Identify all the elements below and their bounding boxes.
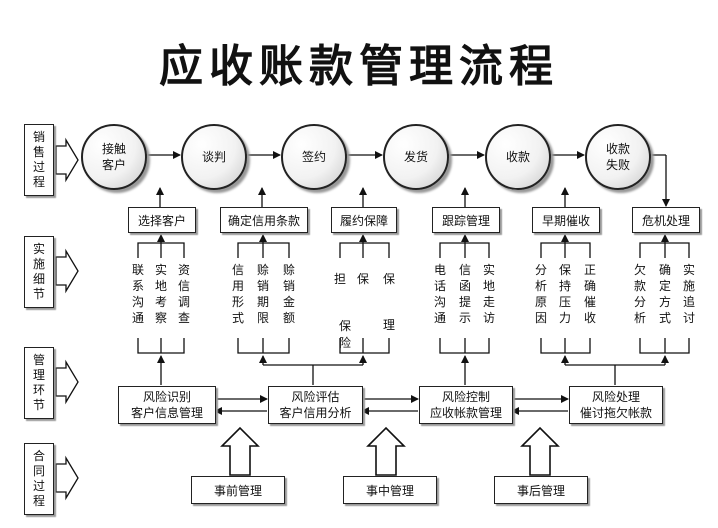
stage-contact-customer: 接触 客户 xyxy=(81,124,147,190)
stage-collection-failure: 收款 失败 xyxy=(585,124,651,190)
stage-label-line1: 谈判 xyxy=(201,150,226,164)
row-label-text: 管理环节 xyxy=(33,353,46,412)
detail-credit-check: 资信调查 xyxy=(176,262,192,334)
contract-mid-management: 事中管理 xyxy=(343,476,437,504)
detail-phone: 电话沟通 xyxy=(432,262,448,334)
detail-text: 赊销期限 xyxy=(257,263,270,325)
detail-text: 联系沟通 xyxy=(132,263,145,325)
detail-text: 欠款分析 xyxy=(634,263,647,325)
stage-label-line1: 接触 xyxy=(101,142,126,156)
detail-text: 电话沟通 xyxy=(434,263,447,325)
detail-text: 信函提示 xyxy=(459,263,472,325)
stage-signing: 签约 xyxy=(281,124,347,190)
mgmt-line2: 催讨拖欠帐款 xyxy=(579,406,652,420)
mid-arrow xyxy=(366,426,406,476)
detail-insurance: 保险 xyxy=(338,319,365,350)
mgmt-line1: 风险控制 xyxy=(441,390,490,404)
detail-proper-collection: 正确催收 xyxy=(582,262,598,334)
action-early-collection: 早期催收 xyxy=(532,207,600,233)
post-arrow xyxy=(520,426,560,476)
detail-text: 正确催收 xyxy=(584,263,597,325)
action-performance-guarantee: 履约保障 xyxy=(331,207,397,233)
mgmt-risk-handling: 风险处理 催讨拖欠帐款 xyxy=(569,386,663,424)
detail-pursue: 实施追讨 xyxy=(681,262,697,334)
mgmt-risk-control: 风险控制 应收帐款管理 xyxy=(419,386,513,424)
row-label-sales: 销售过程 xyxy=(24,124,54,196)
stage-label-line1: 收款 xyxy=(505,150,530,164)
detail-text: 保持压力 xyxy=(559,263,572,325)
stage-collection: 收款 xyxy=(485,124,551,190)
mgmt-line2: 应收帐款管理 xyxy=(429,406,502,420)
stage-negotiation: 谈判 xyxy=(181,124,247,190)
detail-analyze-cause: 分析原因 xyxy=(533,262,549,334)
contract-post-management: 事后管理 xyxy=(494,476,588,504)
detail-text: 信用形式 xyxy=(232,263,245,325)
mgmt-line1: 风险评估 xyxy=(291,390,340,404)
sales-row-arrow xyxy=(55,137,79,183)
detail-debt-analysis: 欠款分析 xyxy=(632,262,648,334)
mgmt-risk-identification: 风险识别 客户信息管理 xyxy=(118,386,216,424)
detail-insurance-end: 理 xyxy=(382,318,395,332)
stage-label-line1: 发货 xyxy=(403,150,428,164)
detail-determine-method: 确定方式 xyxy=(657,262,673,334)
mgmt-line2: 客户信用分析 xyxy=(279,406,352,420)
detail-credit-period: 赊销期限 xyxy=(255,262,271,334)
contract-row-arrow xyxy=(55,455,79,501)
stage-label-line1: 收款 xyxy=(605,142,630,156)
pre-arrow xyxy=(220,426,260,476)
detail-text: 分析原因 xyxy=(535,263,548,325)
mgmt-line2: 客户信息管理 xyxy=(130,406,203,420)
detail-guarantee-a: 担 xyxy=(333,272,346,286)
page-title: 应收账款管理流程 xyxy=(159,41,559,92)
stage-label-line2: 客户 xyxy=(101,158,126,172)
detail-text: 实地走访 xyxy=(483,263,496,325)
detail-keep-pressure: 保持压力 xyxy=(557,262,573,334)
detail-letter: 信函提示 xyxy=(457,262,473,334)
row-label-text: 销售过程 xyxy=(33,130,46,189)
stage-label-line1: 签约 xyxy=(301,150,326,164)
action-select-customer: 选择客户 xyxy=(128,207,196,233)
detail-visit: 实地走访 xyxy=(481,262,497,334)
action-tracking: 跟踪管理 xyxy=(432,207,500,233)
row-label-contract: 合同过程 xyxy=(24,443,54,515)
row-label-text: 合同过程 xyxy=(33,449,46,508)
row-label-implementation: 实施细节 xyxy=(24,236,54,308)
mgmt-risk-assessment: 风险评估 客户信用分析 xyxy=(268,386,363,424)
detail-text: 资信调查 xyxy=(178,263,191,325)
detail-guarantee-c: 保 xyxy=(382,272,395,286)
detail-text: 赊销金额 xyxy=(283,263,296,325)
detail-text: 实地考察 xyxy=(155,263,168,325)
mgmt-line1: 风险识别 xyxy=(142,390,191,404)
detail-text: 实施追讨 xyxy=(683,263,696,325)
action-crisis-handling: 危机处理 xyxy=(632,207,700,233)
row-label-text: 实施细节 xyxy=(33,242,46,301)
management-row-arrow xyxy=(55,359,79,405)
detail-site-visit: 实地考察 xyxy=(153,262,169,334)
stage-shipping: 发货 xyxy=(383,124,449,190)
stage-label-line2: 失败 xyxy=(605,158,630,172)
detail-credit-amount: 赊销金额 xyxy=(281,262,297,334)
mgmt-line1: 风险处理 xyxy=(591,390,640,404)
implementation-row-arrow xyxy=(55,248,79,294)
contract-pre-management: 事前管理 xyxy=(191,476,285,504)
detail-text: 确定方式 xyxy=(659,263,672,325)
detail-credit-form: 信用形式 xyxy=(230,262,246,334)
action-credit-terms: 确定信用条款 xyxy=(220,207,308,233)
detail-guarantee-b: 保 xyxy=(356,272,369,286)
detail-contact: 联系沟通 xyxy=(130,262,146,334)
row-label-management: 管理环节 xyxy=(24,347,54,419)
